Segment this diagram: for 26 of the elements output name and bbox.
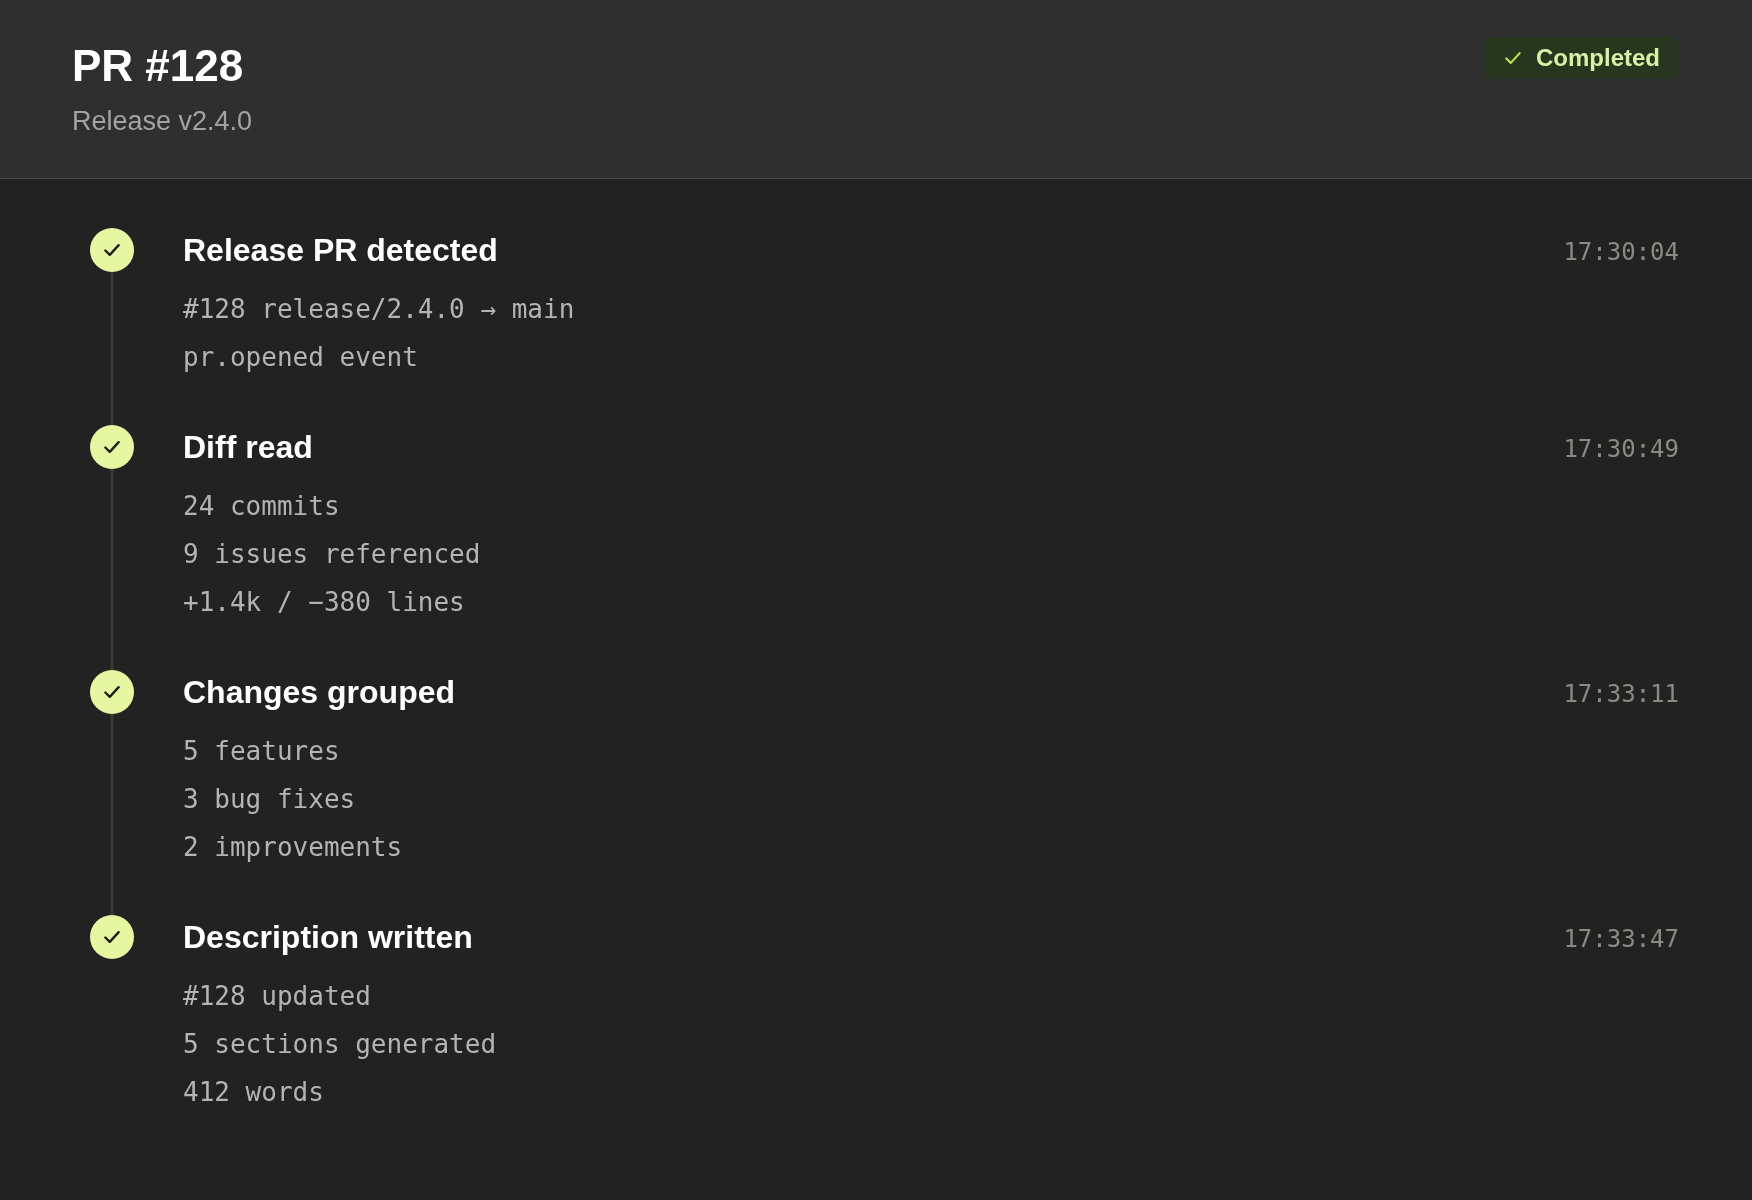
- step-detail: 3 bug fixes: [183, 783, 356, 816]
- step-detail: 9 issues referenced: [183, 538, 481, 571]
- step-title: Changes grouped: [183, 676, 455, 708]
- timestamp: 17:33:11: [1563, 679, 1679, 710]
- page-title: PR #128: [72, 44, 244, 88]
- status-circle: [90, 425, 134, 469]
- step-detail: 5 sections generated: [183, 1028, 497, 1061]
- timestamp: 17:30:04: [1563, 237, 1679, 268]
- page-subtitle: Release v2.4.0: [72, 108, 253, 135]
- step-title: Diff read: [183, 431, 313, 463]
- status-circle: [90, 915, 134, 959]
- status-label: Completed: [1536, 46, 1660, 70]
- status-circle: [90, 228, 134, 272]
- step-detail: 24 commits: [183, 490, 340, 523]
- step-detail: 2 improvements: [183, 831, 403, 864]
- step-title: Description written: [183, 921, 473, 953]
- step-detail: pr.opened event: [183, 341, 418, 374]
- step-title: Release PR detected: [183, 234, 498, 266]
- step-detail: 412 words: [183, 1076, 324, 1109]
- timestamp: 17:33:47: [1563, 924, 1679, 955]
- step-detail: +1.4k / −380 lines: [183, 586, 465, 619]
- step-detail: #128 updated: [183, 980, 371, 1013]
- status-circle: [90, 670, 134, 714]
- timestamp: 17:30:49: [1563, 434, 1679, 465]
- step-detail: #128 release/2.4.0 → main: [183, 293, 575, 326]
- step-detail: 5 features: [183, 735, 340, 768]
